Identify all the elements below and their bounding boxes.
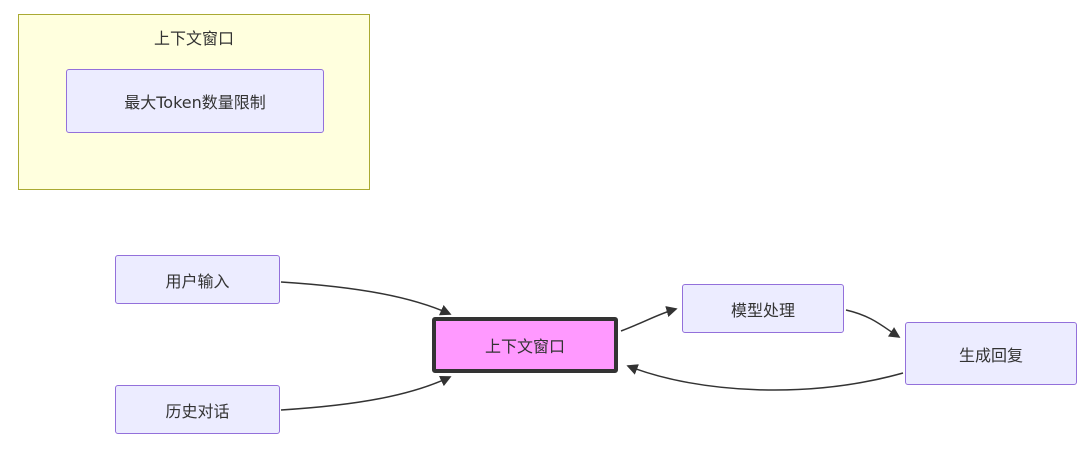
edge-history-to-context-window bbox=[280, 376, 452, 411]
node-history-dialogue: 历史对话 bbox=[115, 385, 280, 434]
edge-context-window-to-model-process bbox=[620, 306, 678, 332]
node-generate-reply: 生成回复 bbox=[905, 322, 1077, 385]
edge-model-process-to-reply bbox=[845, 309, 901, 338]
subgraph-title: 上下文窗口 bbox=[153, 29, 234, 48]
node-history-dialogue-label: 历史对话 bbox=[165, 401, 230, 421]
subgraph-context-window: 上下文窗口 最大Token数量限制 bbox=[18, 14, 370, 190]
edge-reply-to-context-window bbox=[626, 364, 904, 391]
node-max-token-limit: 最大Token数量限制 bbox=[66, 69, 324, 133]
node-generate-reply-label: 生成回复 bbox=[958, 345, 1023, 365]
node-user-input-label: 用户输入 bbox=[165, 271, 230, 291]
node-model-process-label: 模型处理 bbox=[730, 300, 795, 320]
node-user-input: 用户输入 bbox=[115, 255, 280, 304]
node-context-window: 上下文窗口 bbox=[432, 317, 618, 373]
node-max-token-limit-label: 最大Token数量限制 bbox=[124, 93, 266, 112]
edge-user-input-to-context-window bbox=[280, 281, 452, 316]
node-model-process: 模型处理 bbox=[682, 284, 844, 333]
node-context-window-label: 上下文窗口 bbox=[484, 337, 565, 356]
